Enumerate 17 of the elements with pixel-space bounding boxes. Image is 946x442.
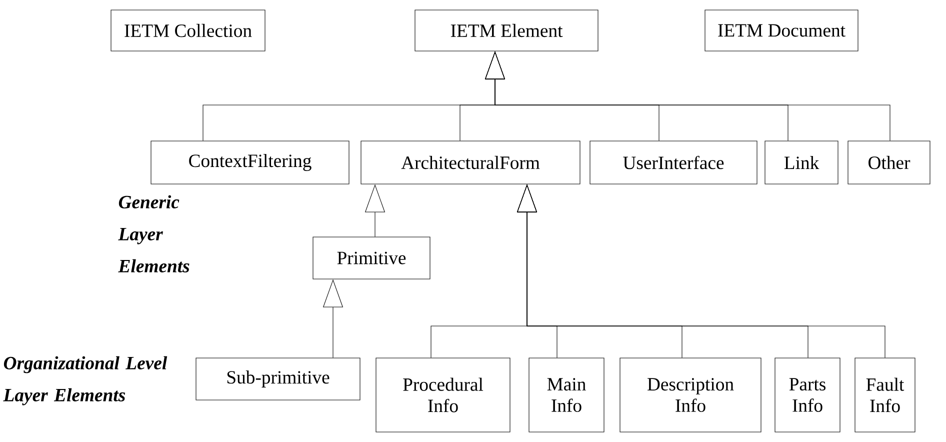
class-box: Link <box>764 140 838 184</box>
layer-label: Organizational Level Layer Elements <box>3 356 168 406</box>
class-box: Description Info <box>620 358 762 432</box>
class-box: IETM Element <box>414 10 598 52</box>
class-box: ContextFiltering <box>150 140 350 184</box>
layer-label: Generic Layer Elements <box>118 195 190 272</box>
class-box: Main Info <box>528 358 604 432</box>
class-box: IETM Document <box>704 10 858 52</box>
class-box: Fault Info <box>854 358 916 432</box>
class-box: Parts Info <box>774 358 840 432</box>
class-box: Sub-primitive <box>196 358 360 400</box>
class-box: Primitive <box>312 236 430 280</box>
class-box: UserInterface <box>590 140 758 184</box>
class-box: IETM Collection <box>110 10 266 52</box>
class-box: Other <box>848 140 930 184</box>
class-box: ArchitecturalForm <box>360 140 580 184</box>
class-box: Procedural Info <box>376 358 510 432</box>
